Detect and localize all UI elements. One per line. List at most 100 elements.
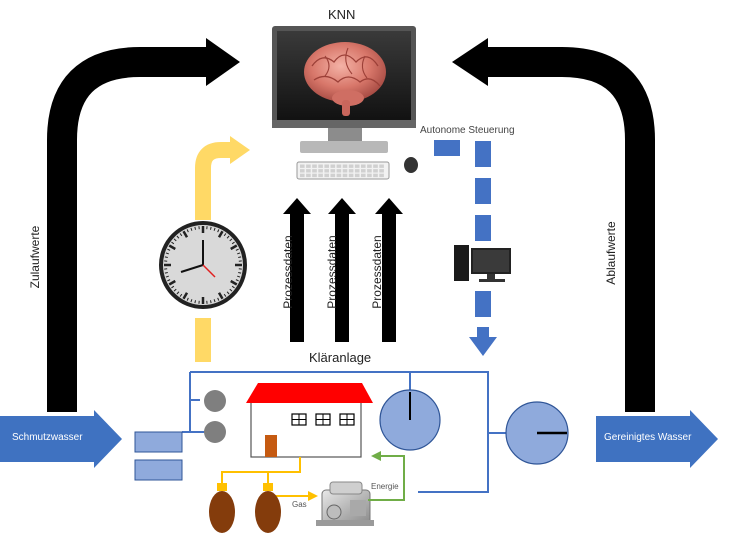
keyboard-key bbox=[379, 169, 384, 173]
keyboard-key bbox=[379, 164, 384, 168]
digester-right bbox=[255, 483, 281, 533]
engine-icon bbox=[316, 481, 374, 526]
gas-label: Gas bbox=[292, 500, 307, 509]
keyboard-key bbox=[312, 169, 317, 173]
clock-tick bbox=[165, 275, 169, 278]
clock-tick bbox=[167, 279, 171, 282]
keyboard-key bbox=[348, 173, 354, 178]
keyboard-key bbox=[367, 173, 372, 178]
clock-tick bbox=[226, 291, 230, 295]
keyboard-key bbox=[318, 169, 323, 173]
keyboard-key bbox=[342, 169, 348, 173]
keyboard-key bbox=[367, 164, 372, 168]
keyboard-key bbox=[373, 164, 378, 168]
keyboard-key bbox=[324, 169, 329, 173]
keyboard-key bbox=[373, 169, 378, 173]
page-title: KNN bbox=[328, 7, 356, 22]
clock-tick bbox=[213, 227, 216, 231]
building-icon bbox=[246, 383, 373, 458]
final-clarifier-tank bbox=[505, 401, 569, 465]
time-arrow bbox=[195, 136, 250, 362]
keyboard-key bbox=[300, 173, 305, 178]
keyboard-icon bbox=[296, 161, 390, 180]
clock-tick bbox=[209, 300, 212, 304]
clock-tick bbox=[167, 248, 171, 251]
keyboard-key bbox=[367, 169, 372, 173]
inflow-arrow bbox=[47, 38, 240, 412]
keyboard-key bbox=[336, 173, 342, 178]
small-tank-bottom bbox=[204, 421, 226, 443]
clock-tick bbox=[235, 248, 239, 251]
clock-tick bbox=[217, 230, 224, 238]
keyboard-key bbox=[379, 173, 384, 178]
plant-outline bbox=[182, 371, 510, 493]
clock-tick bbox=[173, 238, 177, 242]
clock-tick bbox=[230, 244, 238, 251]
clock-tick bbox=[229, 288, 233, 292]
clarifier-tank bbox=[379, 389, 441, 451]
wastewater-arrow[interactable] bbox=[0, 410, 122, 468]
clock-tick bbox=[168, 279, 176, 286]
clock-tick bbox=[237, 252, 241, 255]
basin-bottom bbox=[134, 459, 183, 481]
cleaned-water-label[interactable]: Gereinigtes Wasser bbox=[604, 432, 692, 443]
control-dashed-arrow bbox=[469, 141, 497, 356]
keyboard-key bbox=[354, 164, 360, 168]
clock-tick bbox=[182, 292, 189, 300]
clock-tick bbox=[217, 297, 220, 301]
keyboard-key bbox=[318, 173, 323, 178]
gas-arrowhead bbox=[308, 491, 318, 501]
plant-label: Kläranlage bbox=[309, 350, 372, 365]
clock-tick bbox=[190, 227, 193, 231]
keyboard-key bbox=[342, 173, 348, 178]
clock-tick bbox=[226, 235, 230, 239]
desktop-pc-icon bbox=[454, 245, 511, 282]
wastewater-label[interactable]: Schmutzwasser bbox=[12, 432, 83, 443]
keyboard-key bbox=[306, 164, 311, 168]
clock-tick bbox=[238, 256, 242, 259]
clock-tick bbox=[176, 291, 180, 295]
basin-top bbox=[134, 431, 183, 453]
keyboard-key bbox=[361, 169, 366, 173]
clock-tick bbox=[176, 235, 180, 239]
clock-tick bbox=[237, 275, 241, 278]
clock-tick bbox=[190, 299, 193, 303]
energy-label: Energie bbox=[371, 482, 399, 491]
keyboard-key bbox=[354, 173, 360, 178]
clock-tick bbox=[171, 241, 175, 245]
clock-tick bbox=[217, 229, 220, 233]
autonomous-control-block bbox=[434, 140, 460, 156]
keyboard-key bbox=[342, 164, 348, 168]
autonomous-control-label: Autonome Steuerung bbox=[420, 125, 515, 136]
process-data-label-1: Prozessdaten bbox=[281, 235, 295, 309]
clock-tick bbox=[179, 233, 183, 237]
outflow-values-label: Ablaufwerte bbox=[604, 221, 618, 285]
mouse-icon bbox=[404, 157, 418, 173]
clock-tick bbox=[165, 252, 169, 255]
cleaned-water-arrow[interactable] bbox=[596, 410, 718, 468]
clock-tick bbox=[164, 256, 168, 259]
keyboard-key bbox=[373, 173, 378, 178]
keyboard-key bbox=[300, 169, 305, 173]
clock-tick bbox=[223, 293, 227, 297]
keyboard-key bbox=[361, 164, 366, 168]
keyboard-key bbox=[306, 169, 311, 173]
clock-tick bbox=[231, 241, 235, 245]
process-data-label-2: Prozessdaten bbox=[325, 235, 339, 309]
keyboard-key bbox=[318, 164, 323, 168]
clock-tick bbox=[171, 285, 175, 289]
keyboard-key bbox=[330, 173, 336, 178]
clock-icon bbox=[159, 221, 247, 309]
digester-left bbox=[209, 483, 235, 533]
energy-arrow bbox=[368, 451, 405, 501]
keyboard-key bbox=[324, 164, 329, 168]
process-data-arrows bbox=[283, 198, 403, 342]
clock-tick bbox=[213, 299, 216, 303]
clock-tick bbox=[230, 279, 238, 286]
keyboard-key bbox=[330, 169, 336, 173]
inflow-values-label: Zulaufwerte bbox=[28, 225, 42, 289]
keyboard-key bbox=[330, 164, 336, 168]
keyboard-key bbox=[354, 169, 360, 173]
clock-tick bbox=[194, 300, 197, 304]
